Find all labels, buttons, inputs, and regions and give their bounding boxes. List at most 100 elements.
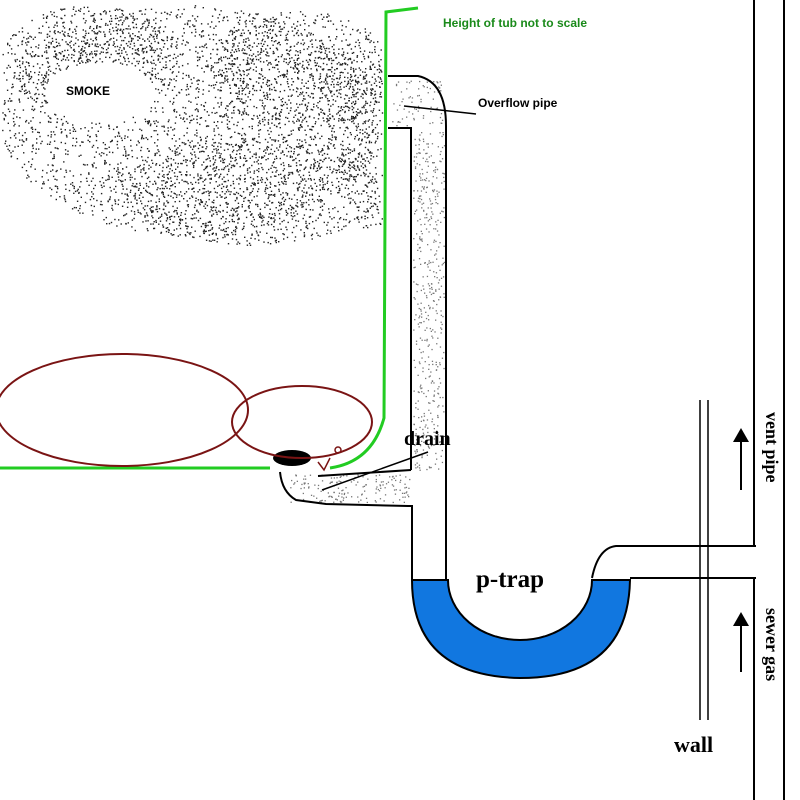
pipe-smoke-speck — [436, 230, 439, 232]
smoke-speck — [149, 180, 151, 183]
smoke-speck — [300, 145, 303, 147]
smoke-speck — [315, 170, 317, 172]
smoke-speck — [8, 110, 11, 113]
smoke-speck — [136, 186, 138, 188]
smoke-speck — [21, 86, 23, 88]
smoke-speck — [178, 194, 181, 196]
pipe-smoke-speck — [432, 261, 434, 263]
smoke-speck — [160, 81, 163, 83]
smoke-speck — [233, 165, 236, 167]
smoke-speck — [370, 84, 373, 86]
smoke-speck — [246, 74, 248, 77]
pipe-smoke-speck — [420, 239, 422, 241]
smoke-speck — [379, 120, 381, 122]
smoke-speck — [245, 100, 247, 102]
smoke-speck — [131, 48, 134, 50]
smoke-speck — [272, 52, 274, 55]
smoke-speck — [351, 108, 354, 111]
smoke-speck — [219, 224, 221, 227]
smoke-speck — [46, 15, 49, 17]
smoke-speck — [363, 90, 365, 92]
smoke-speck — [270, 236, 272, 239]
smoke-speck — [149, 33, 152, 36]
pipe-smoke-speck — [424, 361, 426, 363]
smoke-speck — [185, 143, 187, 145]
pipe-smoke-speck — [431, 286, 433, 289]
smoke-speck — [206, 171, 209, 174]
pipe-smoke-speck — [443, 293, 445, 295]
pipe-smoke-speck — [436, 177, 438, 179]
smoke-speck — [330, 143, 332, 145]
smoke-speck — [280, 152, 282, 154]
smoke-speck — [200, 35, 203, 37]
smoke-speck — [23, 84, 25, 86]
smoke-speck — [250, 62, 253, 64]
smoke-speck — [85, 43, 87, 45]
smoke-speck — [327, 118, 329, 120]
smoke-speck — [300, 42, 302, 45]
smoke-speck — [296, 87, 298, 89]
smoke-speck — [242, 112, 245, 114]
smoke-speck — [174, 152, 177, 154]
smoke-speck — [305, 110, 307, 112]
smoke-speck — [309, 128, 311, 131]
smoke-speck — [310, 164, 312, 166]
smoke-speck — [321, 200, 323, 202]
smoke-speck — [353, 95, 355, 98]
smoke-speck — [241, 145, 243, 147]
smoke-speck — [150, 200, 152, 202]
smoke-speck — [170, 46, 173, 48]
smoke-speck — [272, 16, 274, 19]
smoke-speck — [299, 200, 302, 202]
smoke-speck — [156, 206, 158, 208]
smoke-speck — [56, 186, 59, 188]
smoke-speck — [275, 241, 277, 244]
pipe-smoke-speck — [435, 240, 437, 243]
smoke-speck — [348, 107, 351, 109]
pipe-smoke-speck — [426, 158, 428, 160]
pipe-smoke-speck — [431, 288, 433, 290]
smoke-speck — [197, 173, 199, 175]
smoke-speck — [338, 61, 340, 64]
smoke-speck — [263, 35, 265, 37]
smoke-speck — [201, 50, 203, 52]
pipe-smoke-speck — [443, 207, 445, 209]
smoke-speck — [327, 221, 329, 224]
smoke-speck — [286, 71, 289, 73]
smoke-speck — [301, 202, 303, 204]
smoke-speck — [373, 41, 375, 44]
smoke-speck — [91, 15, 94, 17]
smoke-speck — [155, 219, 157, 222]
smoke-speck — [197, 191, 199, 193]
smoke-speck — [46, 101, 49, 104]
smoke-speck — [130, 37, 133, 39]
smoke-speck — [296, 139, 299, 141]
smoke-speck — [270, 21, 272, 23]
smoke-speck — [199, 123, 201, 126]
smoke-speck — [353, 167, 355, 169]
smoke-speck — [176, 151, 178, 153]
smoke-speck — [321, 186, 324, 189]
smoke-speck — [267, 141, 269, 143]
smoke-speck — [371, 76, 374, 78]
smoke-speck — [343, 173, 345, 175]
smoke-speck — [364, 77, 366, 80]
smoke-speck — [116, 135, 119, 137]
smoke-speck — [310, 108, 312, 111]
smoke-speck — [274, 78, 277, 81]
smoke-speck — [285, 58, 287, 60]
smoke-speck — [234, 211, 237, 213]
smoke-speck — [251, 190, 254, 192]
smoke-speck — [308, 53, 310, 56]
smoke-speck — [302, 13, 304, 16]
smoke-speck — [73, 206, 76, 209]
smoke-speck — [259, 212, 261, 214]
smoke-speck — [205, 158, 207, 161]
smoke-speck — [224, 114, 226, 116]
smoke-speck — [291, 207, 293, 209]
smoke-speck — [350, 197, 352, 200]
smoke-speck — [296, 31, 298, 34]
smoke-speck — [320, 90, 322, 92]
smoke-speck — [229, 84, 231, 86]
smoke-speck — [172, 57, 175, 60]
